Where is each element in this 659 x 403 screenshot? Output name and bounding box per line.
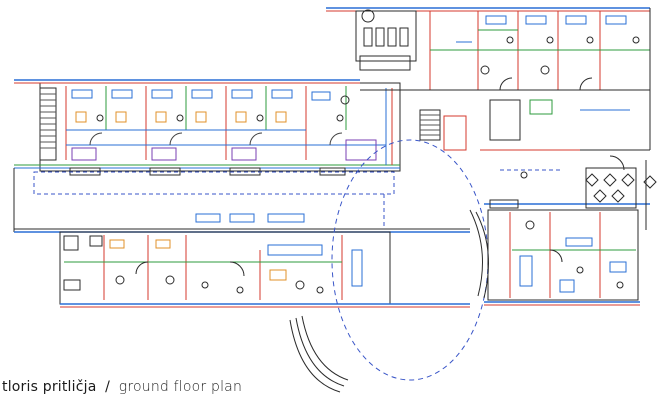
plan-caption: tloris pritličja / ground floor plan: [2, 379, 242, 395]
west-wing-upper: [14, 79, 401, 176]
caption-local: tloris pritličja: [2, 379, 97, 395]
spiral-stair-icon: [361, 9, 375, 23]
west-wing-lower: [59, 213, 470, 308]
central-core: [419, 99, 650, 179]
caption-separator: /: [105, 379, 111, 395]
canopy-oval: [289, 139, 489, 393]
table-cluster-icon: [585, 167, 637, 209]
north-block: [326, 7, 651, 160]
caption-english: ground floor plan: [118, 379, 243, 395]
east-wing: [484, 155, 657, 306]
